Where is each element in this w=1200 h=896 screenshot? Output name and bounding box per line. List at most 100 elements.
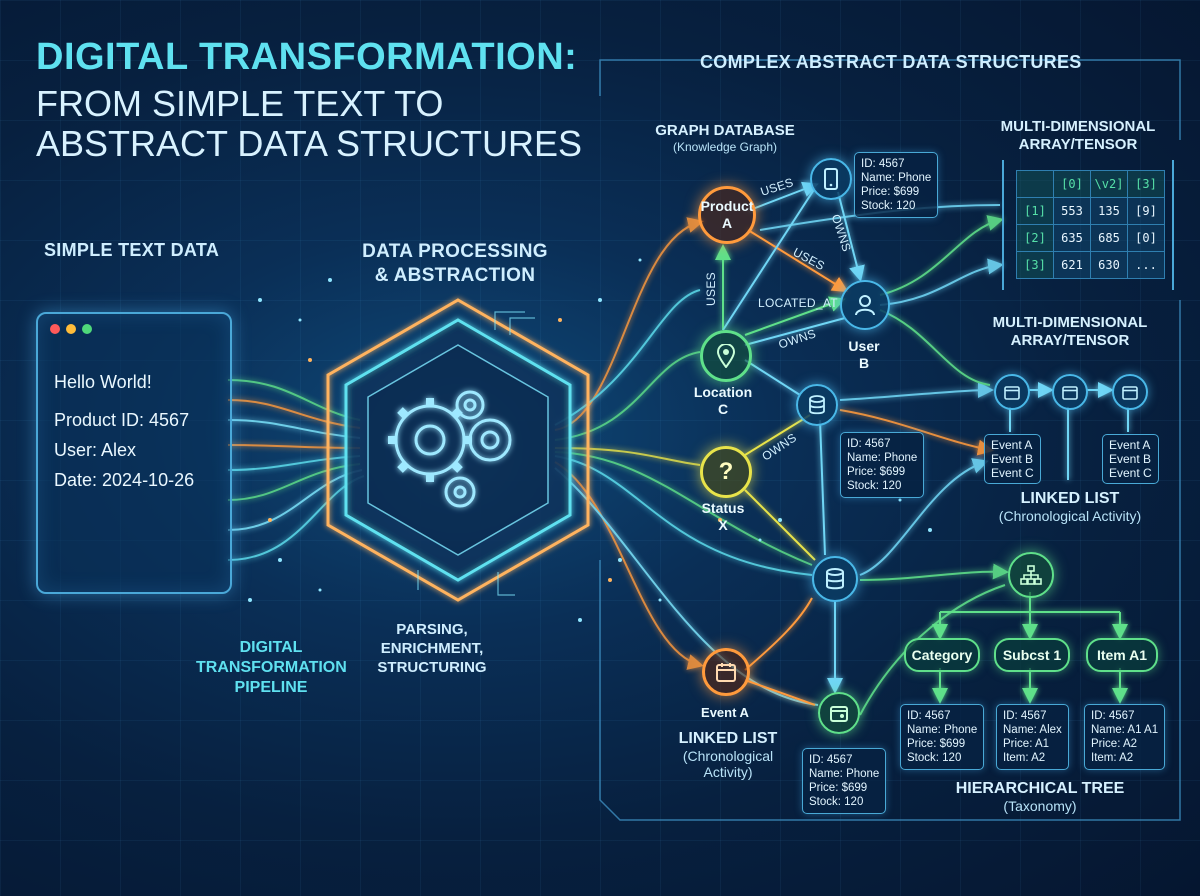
tree-card-subcategory: ID: 4567 Name: Alex Price: A1 Item: A2	[996, 704, 1069, 770]
info-card-line: ID: 4567	[861, 158, 905, 170]
tree-card-line: Price: A2	[1091, 738, 1138, 750]
text-line-user: User: Alex	[54, 440, 137, 460]
linked-list-left-subtitle-1: (Chronological	[682, 748, 774, 764]
info-card-line: Price: $699	[809, 782, 868, 794]
status-node-line-1: Status	[701, 500, 745, 516]
tree-card-line: Name: A1 A1	[1091, 724, 1159, 736]
tensor-cell: [2]	[1016, 224, 1054, 252]
event-line: Event A	[991, 438, 1033, 452]
processing-heading: DATA PROCESSING & ABSTRACTION	[340, 240, 570, 288]
event-line: Event C	[1109, 466, 1152, 480]
linked-list-left-heading: LINKED LIST (Chronological Activity)	[668, 730, 788, 780]
event-line: Event A	[1109, 438, 1151, 452]
pipeline-label-line-1: DIGITAL	[239, 639, 303, 656]
page-title: DIGITAL TRANSFORMATION:	[36, 36, 578, 78]
calendar-icon	[1004, 386, 1020, 400]
tensor-cell: [0]	[1127, 224, 1165, 252]
user-node[interactable]	[840, 280, 890, 330]
tensor-title-line-2: ARRAY/TENSOR	[1018, 136, 1138, 153]
question-mark-icon: ?	[718, 458, 734, 485]
tensor-cell: 630	[1090, 251, 1128, 279]
location-node[interactable]	[700, 330, 752, 382]
event-node-label: Event A	[701, 705, 749, 720]
tree-card-line: Price: A1	[1003, 738, 1050, 750]
tree-card-line: Item: A2	[1091, 752, 1134, 764]
linked-list-node-2[interactable]	[1052, 374, 1088, 410]
edge-label-located-at: LOCATED_AT	[758, 296, 838, 310]
tensor-duplicate-line-2: ARRAY/TENSOR	[1010, 332, 1130, 349]
tree-card-item: ID: 4567 Name: A1 A1 Price: A2 Item: A2	[1084, 704, 1166, 770]
calendar-icon	[1062, 386, 1078, 400]
linked-list-events-box-1: Event A Event B Event C	[984, 434, 1041, 484]
info-card-line: Stock: 120	[847, 480, 902, 492]
event-node[interactable]	[702, 648, 750, 696]
tree-card-line: ID: 4567	[907, 710, 951, 722]
hierarchy-icon	[1020, 565, 1042, 585]
tree-root-node[interactable]	[1008, 552, 1054, 598]
tensor-cell: 135	[1090, 197, 1128, 225]
tree-subtitle: (Taxonomy)	[1003, 798, 1077, 814]
tree-card-line: Item: A2	[1003, 752, 1046, 764]
core-outer-hexagon	[326, 298, 590, 602]
phone-node[interactable]	[810, 158, 852, 200]
user-node-line-2: B	[858, 355, 870, 371]
tensor-row: [0] \v2] [3]	[1016, 170, 1165, 198]
tensor-cell: 635	[1053, 224, 1091, 252]
tree-title: HIERARCHICAL TREE	[955, 780, 1125, 797]
location-node-line-2: C	[717, 401, 729, 417]
tree-card-line: ID: 4567	[1091, 710, 1135, 722]
subtitle-line-2: ABSTRACT DATA STRUCTURES	[36, 123, 583, 164]
tensor-cell: 685	[1090, 224, 1128, 252]
simple-text-heading: SIMPLE TEXT DATA	[44, 240, 220, 260]
tensor-matrix: [0] \v2] [3] [1] 553 135 [9] [2] 635 685…	[1002, 160, 1174, 290]
processing-heading-line-1: DATA PROCESSING	[362, 241, 548, 262]
tensor-cell: [3]	[1127, 170, 1165, 198]
linked-list-node-1[interactable]	[994, 374, 1030, 410]
status-node[interactable]: ?	[700, 446, 752, 498]
tensor-cell: ...	[1127, 251, 1165, 279]
product-node-line-1: Product	[700, 198, 754, 214]
product-node[interactable]: Product A	[698, 186, 756, 244]
info-card-line: Price: $699	[861, 186, 920, 198]
window-maximize-dot	[82, 324, 92, 334]
tensor-cell: [3]	[1016, 251, 1054, 279]
database-node[interactable]	[796, 384, 838, 426]
linked-list-node-3[interactable]	[1112, 374, 1148, 410]
tensor-cell: [1]	[1016, 197, 1054, 225]
linked-list-right-subtitle: (Chronological Activity)	[998, 508, 1142, 524]
event-line: Event C	[991, 466, 1034, 480]
tree-card-line: ID: 4567	[1003, 710, 1047, 722]
tree-heading: HIERARCHICAL TREE (Taxonomy)	[950, 780, 1130, 814]
status-node-label: Status X	[698, 500, 748, 534]
text-window: Hello World! Product ID: 4567 User: Alex…	[36, 312, 232, 594]
tree-node-subcategory[interactable]: Subcst 1	[994, 638, 1070, 672]
hub-database-node[interactable]	[812, 556, 858, 602]
tensor-cell	[1016, 170, 1054, 198]
tensor-title-line-1: MULTI-DIMENSIONAL	[1000, 118, 1156, 135]
tree-node-category[interactable]: Category	[904, 638, 980, 672]
calendar-node[interactable]	[818, 692, 860, 734]
subtitle-line-1: FROM SIMPLE TEXT TO	[36, 83, 444, 124]
tree-node-item[interactable]: Item A1	[1086, 638, 1158, 672]
tensor-cell: [0]	[1053, 170, 1091, 198]
tree-card-line: Name: Phone	[907, 724, 978, 736]
pipeline-label: DIGITAL TRANSFORMATION PIPELINE	[196, 638, 347, 698]
tensor-cell: 553	[1053, 197, 1091, 225]
database-icon	[809, 395, 825, 415]
graph-db-subtitle: (Knowledge Graph)	[672, 140, 778, 154]
pipeline-label-line-3: PIPELINE	[234, 679, 308, 696]
info-card-line: Name: Phone	[847, 452, 918, 464]
info-card-line: ID: 4567	[809, 754, 853, 766]
user-node-line-1: User	[848, 338, 880, 354]
info-card-phone-top: ID: 4567 Name: Phone Price: $699 Stock: …	[854, 152, 939, 218]
tree-card-line: Price: $699	[907, 738, 966, 750]
location-node-label: Location C	[690, 384, 756, 418]
phone-icon	[824, 168, 838, 190]
info-card-line: ID: 4567	[847, 438, 891, 450]
location-node-line-1: Location	[693, 384, 753, 400]
tensor-cell: 621	[1053, 251, 1091, 279]
pipeline-label-line-2: TRANSFORMATION	[196, 659, 347, 676]
status-node-line-2: X	[718, 517, 728, 533]
parsing-label-line-1: PARSING, ENRICHMENT,	[380, 621, 484, 657]
window-minimize-dot	[66, 324, 76, 334]
